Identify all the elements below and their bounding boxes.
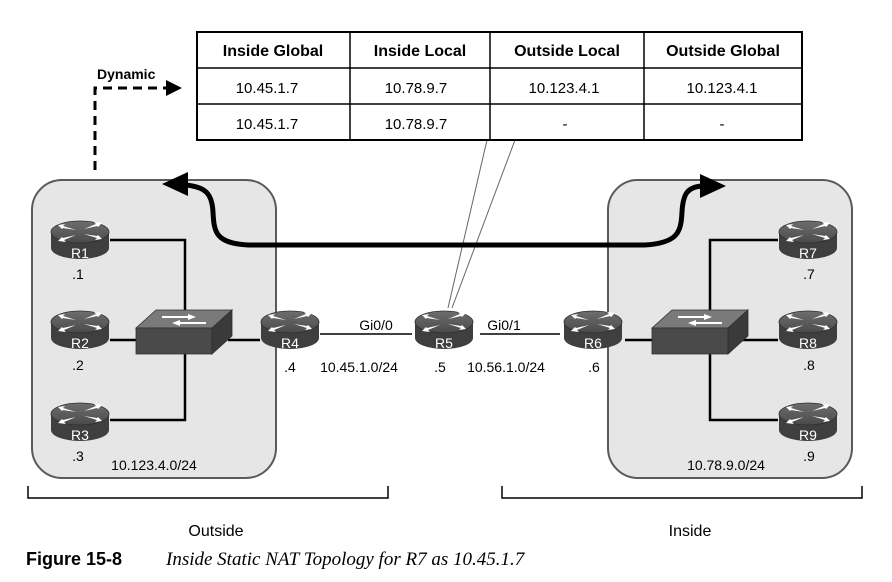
traffic-arrowhead-left (162, 172, 188, 196)
subnet-r5-r6: 10.56.1.0/24 (467, 359, 545, 375)
right-lan-links (625, 238, 778, 422)
nat-cell: 10.123.4.1 (529, 80, 600, 97)
nat-cell: 10.78.9.7 (385, 80, 448, 97)
router-r3-addr: .3 (72, 448, 84, 464)
nat-cell: - (720, 116, 725, 133)
dynamic-arrowhead (166, 80, 182, 96)
r5-gi0-0-label: Gi0/0 (359, 317, 393, 333)
router-r2-name: R2 (71, 335, 89, 351)
router-r6-addr: .6 (588, 359, 600, 375)
router-r7-name: R7 (799, 245, 817, 261)
router-r1-addr: .1 (72, 266, 84, 282)
router-r3-name: R3 (71, 427, 89, 443)
nat-header-outside-global: Outside Global (666, 43, 780, 60)
inside-label: Inside (669, 523, 712, 540)
nat-cell: 10.45.1.7 (236, 80, 299, 97)
dynamic-label: Dynamic (97, 66, 156, 82)
nat-header-outside-local: Outside Local (514, 43, 620, 60)
inside-brace (501, 486, 863, 499)
left-lan-links (110, 238, 260, 422)
nat-table: Inside Global Inside Local Outside Local… (196, 31, 803, 141)
nat-header-inside-local: Inside Local (374, 43, 466, 60)
right-switch-icon (651, 309, 749, 355)
router-r5-name: R5 (435, 335, 453, 351)
router-r6-name: R6 (584, 335, 602, 351)
outside-brace (27, 486, 389, 499)
nat-cell: - (563, 116, 568, 133)
outside-label: Outside (188, 523, 243, 540)
traffic-arrowhead-right (700, 174, 726, 198)
subnet-right-lan: 10.78.9.0/24 (687, 457, 765, 473)
router-r9-addr: .9 (803, 448, 815, 464)
dynamic-arrow-line (93, 86, 168, 170)
router-r1-name: R1 (71, 245, 89, 261)
r5-gi0-1-label: Gi0/1 (487, 317, 521, 333)
nat-cell: 10.45.1.7 (236, 116, 299, 133)
nat-table-grid (197, 32, 802, 140)
router-r9-name: R9 (799, 427, 817, 443)
left-switch-icon (135, 309, 233, 355)
router-r4-name: R4 (281, 335, 299, 351)
figure-number: Figure 15-8 (26, 549, 122, 569)
nat-cell: 10.123.4.1 (687, 80, 758, 97)
nat-cell: 10.78.9.7 (385, 116, 448, 133)
subnet-left-lan: 10.123.4.0/24 (111, 457, 197, 473)
router-r8-addr: .8 (803, 357, 815, 373)
router-r5-addr: .5 (434, 359, 446, 375)
callout-lines (447, 139, 516, 309)
traffic-path-line (185, 182, 703, 248)
router-r8-name: R8 (799, 335, 817, 351)
router-r4-addr: .4 (284, 359, 296, 375)
nat-header-inside-global: Inside Global (223, 43, 323, 60)
subnet-r4-r5: 10.45.1.0/24 (320, 359, 398, 375)
figure-title: Inside Static NAT Topology for R7 as 10.… (165, 549, 526, 570)
nat-table-border (196, 31, 803, 141)
router-r2-addr: .2 (72, 357, 84, 373)
router-r7-addr: .7 (803, 266, 815, 282)
